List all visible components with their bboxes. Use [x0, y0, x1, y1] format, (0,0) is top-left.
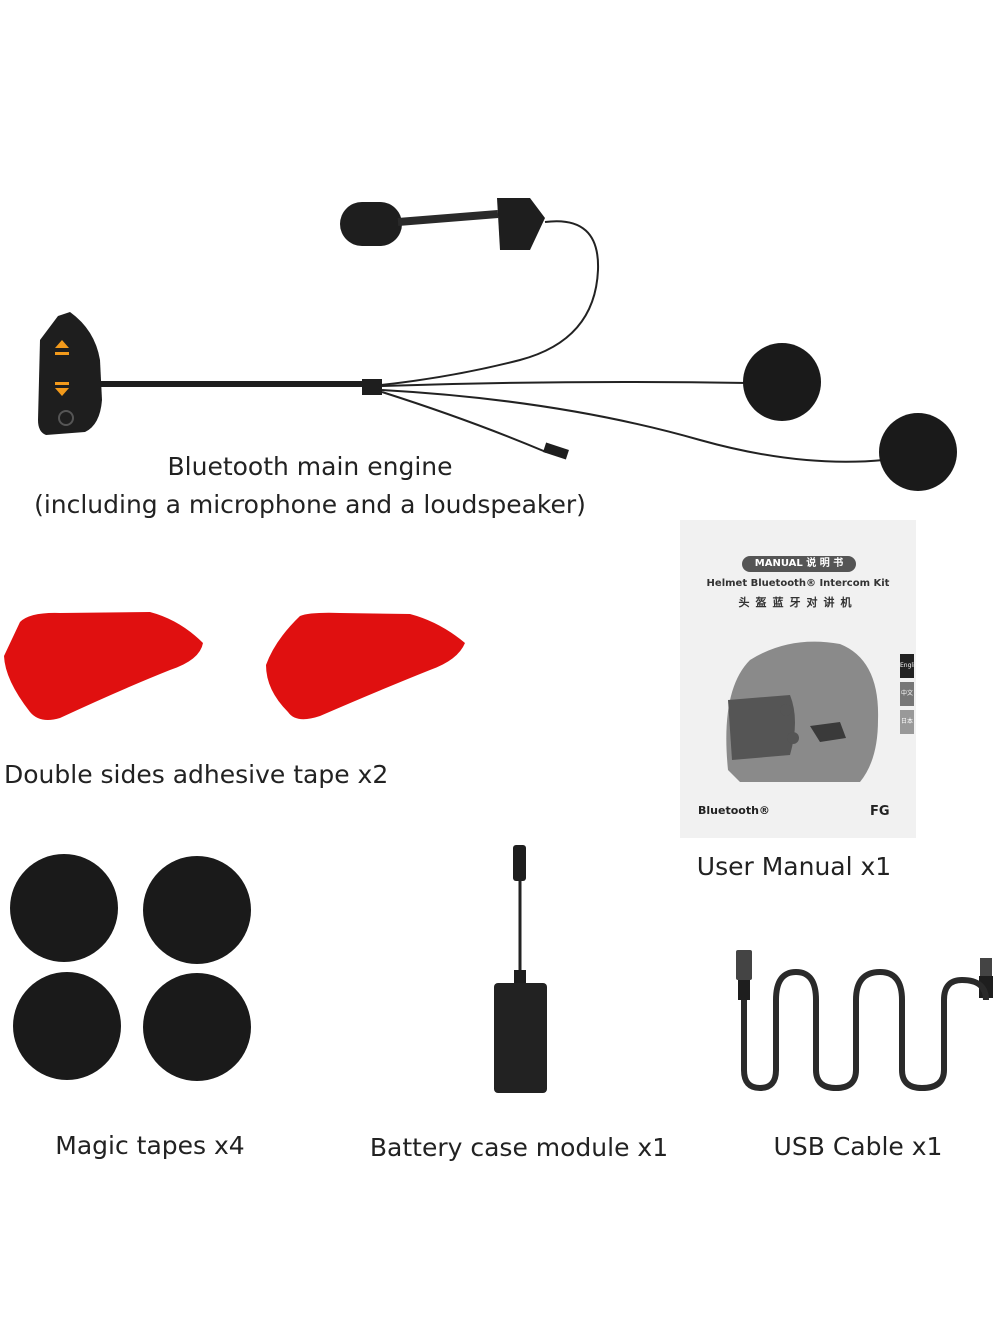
adhesive-tape-label: Double sides adhesive tape x2	[4, 760, 389, 789]
speaker-left	[743, 343, 821, 421]
helmet-illustration	[726, 641, 879, 782]
bluetooth-mark: Bluetooth®	[698, 804, 770, 817]
volume-down-icon	[55, 388, 69, 396]
magic-tapes-label: Magic tapes x4	[55, 1131, 245, 1160]
microphone	[340, 198, 600, 387]
main-engine-label-line1: Bluetooth main engine	[167, 452, 453, 481]
manual-title-cn: 头盔蓝牙对讲机	[738, 596, 858, 609]
power-connector	[543, 442, 569, 460]
battery-case-label: Battery case module x1	[369, 1133, 669, 1162]
model-code: FG	[870, 804, 890, 819]
main-engine-label-line2: (including a microphone and a loudspeake…	[34, 490, 586, 519]
manual-tab-english: English	[900, 654, 914, 678]
manual-tab-chinese: 中文	[900, 682, 914, 706]
user-manual-image: MANUAL 说 明 书 Helmet Bluetooth® Intercom …	[680, 520, 916, 838]
speaker-right	[879, 413, 957, 491]
phone-button-icon	[58, 410, 74, 426]
control-unit	[38, 312, 382, 435]
usb-cable-label: USB Cable x1	[773, 1132, 943, 1161]
manual-title: Helmet Bluetooth® Intercom Kit	[706, 578, 890, 589]
manual-tab-japanese: 日本	[900, 710, 914, 734]
user-manual-label: User Manual x1	[696, 852, 892, 881]
manual-badge: MANUAL 说 明 书	[742, 556, 856, 572]
volume-up-icon	[55, 340, 69, 348]
